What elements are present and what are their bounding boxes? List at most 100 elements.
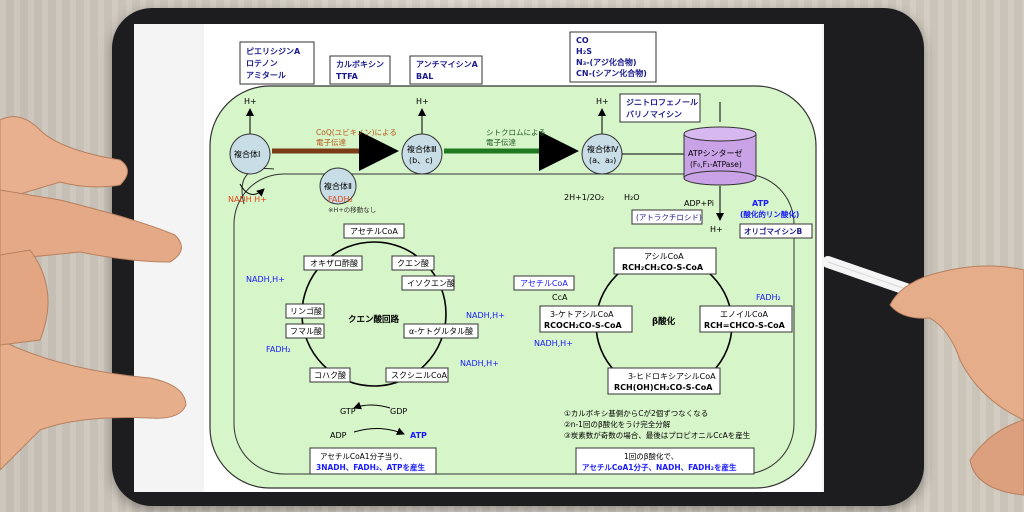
- tca-nadh-2: NADH,H+: [466, 311, 505, 320]
- atractyloside-box: [631, 209, 703, 225]
- no-h-move-note: ※H+の移動なし: [328, 205, 376, 214]
- beta-center-label: β酸化: [652, 316, 676, 327]
- tca-citrate-box: [391, 255, 435, 271]
- fadh2-label: FADH₂: [328, 195, 353, 204]
- beta-keto-1: 3-ケトアシルCoA: [550, 310, 614, 319]
- atp-synthase-bottom: [683, 170, 757, 186]
- beta-hydroxy-1: 3-ヒドロキシアシルCoA: [628, 372, 716, 381]
- inhibitor-box-c2: [329, 55, 391, 85]
- complex-3-label-1: 複合体Ⅲ: [407, 144, 437, 154]
- beta-summary-box: [575, 447, 755, 475]
- inhibitor-c3-1: BAL: [416, 72, 433, 81]
- complex-4-label-1: 複合体Ⅳ: [587, 144, 619, 154]
- tca-succinate-box: [309, 367, 351, 383]
- beta-note-1: ①カルボキシ基側からCが2個ずつなくなる: [564, 408, 708, 418]
- beta-fadh2: FADH₂: [756, 293, 781, 302]
- tca-summary-box: [309, 447, 437, 475]
- inhibitor-c1-0: ピエリシジンA: [246, 46, 301, 56]
- complex-1-label: 複合体Ⅰ: [234, 149, 260, 159]
- tca-isocitrate-box: [401, 275, 455, 291]
- beta-acetyl: アセチルCoA: [520, 279, 568, 288]
- hplus-c1: H+: [244, 97, 257, 106]
- tca-summary-1: アセチルCoA1分子当り、: [320, 451, 407, 461]
- coq-label-1: CoQ(ユビキノン)による: [316, 128, 397, 137]
- atp-hplus-bottom: H+: [710, 225, 723, 234]
- inhibitor-c3-0: アンチマイシンA: [416, 60, 479, 69]
- beta-enoyl-box: [699, 305, 793, 333]
- inhibitor-c1-1: ロテノン: [246, 59, 278, 68]
- tca-gtp: GTP: [340, 407, 356, 416]
- complex-3: [401, 133, 443, 175]
- inhibitor-c2-0: カルボキシン: [336, 59, 384, 69]
- tca-akg: α-ケトグルタル酸: [409, 326, 473, 336]
- hplus-c3: H+: [416, 97, 429, 106]
- tca-gdp: GDP: [390, 407, 407, 416]
- complex-2-label: 複合体Ⅱ: [324, 181, 352, 191]
- complex-2: [319, 167, 357, 205]
- inhibitor-c1-2: アミタール: [246, 70, 286, 80]
- beta-summary-2: アセチルCoA1分子、NADH、FADH₂を産生: [582, 462, 737, 472]
- atp-synthase-label-1: ATPシンターゼ: [688, 148, 743, 158]
- tca-malate: リンゴ酸: [290, 306, 322, 316]
- tca-citrate: クエン酸: [397, 258, 429, 268]
- o2-label: 2H+1/2O₂: [564, 193, 604, 202]
- atractyloside-label: (アトラクチロシド): [636, 213, 702, 222]
- mitochondria-diagram: ピエリシジンA ロテノン アミタール カルボキシン TTFA アンチマイシンA …: [204, 24, 822, 492]
- beta-hydroxy-2: RCH(OH)CH₂CO-S-CoA: [614, 383, 713, 392]
- inhibitor-c4-2: N₃-(アジ化合物): [576, 57, 637, 67]
- tca-isocitrate: イソクエン酸: [407, 278, 455, 288]
- inhibitor-box-c3: [409, 55, 483, 85]
- tca-adp: ADP: [330, 431, 347, 440]
- inhibitor-c4-0: CO: [576, 36, 589, 45]
- diagram-svg: ピエリシジンA ロテノン アミタール カルボキシン TTFA アンチマイシンA …: [209, 31, 817, 489]
- uncoupler-1: バリノマイシン: [626, 110, 682, 119]
- uncoupler-box: [619, 93, 701, 123]
- oligomycin-box: [739, 223, 813, 239]
- tca-atp: ATP: [410, 431, 427, 440]
- inhibitor-c4-3: CN-(シアン化合物): [576, 68, 647, 78]
- oligomycin-label: オリゴマイシンB: [744, 226, 802, 236]
- tca-fumarate-box: [285, 323, 325, 339]
- tca-succinate: コハク酸: [314, 370, 346, 380]
- nadh-arrow: [239, 183, 265, 197]
- tca-fadh2: FADH₂: [266, 345, 291, 354]
- tca-oxaloacetate-box: [303, 255, 363, 271]
- tca-succinylcoa-box: [385, 367, 449, 383]
- beta-enoyl-1: エノイルCoA: [720, 310, 768, 319]
- inhibitor-c4-1: H₂S: [576, 47, 592, 56]
- tca-acetylcoa: アセチルCoA: [350, 227, 398, 236]
- gtp-arrow: [353, 401, 391, 410]
- tca-akg-box: [403, 323, 479, 339]
- tablet-screen: ピエリシジンA ロテノン アミタール カルボキシン TTFA アンチマイシンA …: [134, 24, 824, 492]
- tca-summary-2: 3NADH、FADH₂、ATPを産生: [316, 462, 425, 472]
- h2o-label: H₂O: [624, 193, 640, 202]
- tca-malate-box: [285, 303, 325, 319]
- inner-membrane-left: [241, 167, 275, 205]
- hplus-c4: H+: [596, 97, 609, 106]
- atp-sub-label: (酸化的リン酸化): [740, 209, 799, 219]
- beta-keto-box: [539, 305, 633, 333]
- inhibitor-box-c4: [569, 31, 657, 83]
- left-hand: [0, 116, 187, 471]
- inhibitor-c2-1: TTFA: [336, 72, 359, 81]
- inhibitor-box-c1: [239, 41, 315, 85]
- cyt-label-2: 電子伝達: [486, 137, 516, 147]
- complex-1: [229, 133, 271, 175]
- beta-keto-2: RCOCH₂CO-S-CoA: [544, 321, 622, 330]
- cyt-label-1: シトクロムによる: [486, 128, 546, 137]
- coq-label-2: 電子伝達: [316, 137, 346, 147]
- beta-hydroxy-box: [607, 367, 721, 395]
- beta-acyl-box: [613, 247, 717, 275]
- tca-nadh-1: NADH,H+: [246, 275, 285, 284]
- right-hand-with-stylus: [822, 256, 1024, 496]
- beta-acyl-2: RCH₂CH₂CO-S-CoA: [622, 263, 704, 272]
- beta-acetyl-box: [513, 275, 575, 291]
- tca-acetylcoa-box: [343, 223, 405, 239]
- complex-4-label-2: (a、a₃): [589, 156, 616, 165]
- tca-succinylcoa: スクシニルCoA: [391, 371, 447, 380]
- beta-acyl-1: アシルCoA: [644, 252, 684, 261]
- beta-nadh: NADH,H+: [534, 339, 573, 348]
- complex-3-label-2: (b、c): [409, 156, 433, 165]
- atp-synthase-label-2: (F₀,F₁-ATPase): [690, 160, 742, 169]
